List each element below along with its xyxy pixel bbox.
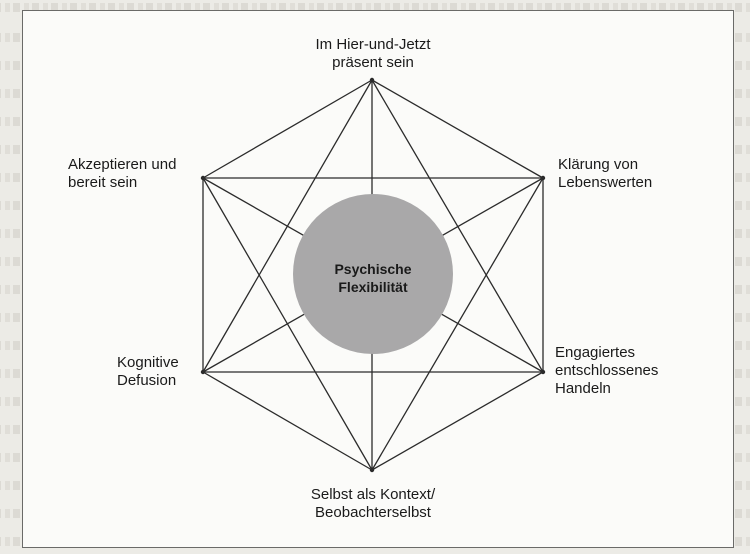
label-defusion-line2: Defusion — [117, 372, 177, 389]
label-values-line2: Lebenswerten — [558, 174, 653, 191]
label-committed-action-line1: Engagiertes — [555, 344, 636, 361]
vertex-dot-ul — [200, 175, 206, 181]
label-acceptance-line2: bereit sein — [68, 174, 138, 191]
label-defusion-line1: Kognitive — [117, 354, 179, 371]
label-values-line1: Klärung von — [558, 156, 639, 173]
vertex-dot-lr — [540, 369, 546, 375]
label-self-as-context-line1: Selbst als Kontext/ — [310, 486, 436, 503]
connector-line-ur-bot — [371, 177, 544, 471]
label-values: Klärung von Lebenswerten — [558, 156, 708, 192]
label-self-as-context: Selbst als Kontext/ Beobachterselbst — [268, 486, 478, 522]
connector-line-top-lr — [371, 79, 544, 373]
center-label-line1: Psychische — [334, 261, 412, 277]
label-acceptance-line1: Akzeptieren und — [68, 156, 177, 173]
vertex-dot-top — [369, 77, 375, 83]
label-present-moment-line1: Im Hier-und-Jetzt — [315, 36, 431, 53]
connector-line-top-ur — [371, 79, 544, 179]
label-present-moment-line2: präsent sein — [332, 54, 414, 71]
center-label-line2: Flexibilität — [338, 279, 408, 295]
connector-line-bot-ul — [202, 177, 373, 471]
label-acceptance: Akzeptieren und bereit sein — [68, 156, 208, 192]
background-text-line — [0, 3, 750, 12]
connector-line-lr-bot — [371, 371, 544, 471]
label-committed-action-line3: Handeln — [555, 380, 611, 397]
center-label: Psychische Flexibilität — [313, 260, 433, 296]
connector-line-top-ul — [202, 79, 373, 179]
vertex-dot-ur — [540, 175, 546, 181]
vertex-dot-bot — [369, 467, 375, 473]
label-committed-action-line2: entschlossenes — [555, 362, 659, 379]
label-present-moment: Im Hier-und-Jetzt präsent sein — [288, 36, 458, 72]
vertex-dot-ll — [200, 369, 206, 375]
label-defusion: Kognitive Defusion — [117, 354, 217, 390]
connector-line-bot-ll — [202, 371, 373, 471]
label-self-as-context-line2: Beobachterselbst — [315, 504, 431, 521]
center-circle — [293, 194, 453, 354]
label-committed-action: Engagiertes entschlossenes Handeln — [555, 344, 705, 398]
